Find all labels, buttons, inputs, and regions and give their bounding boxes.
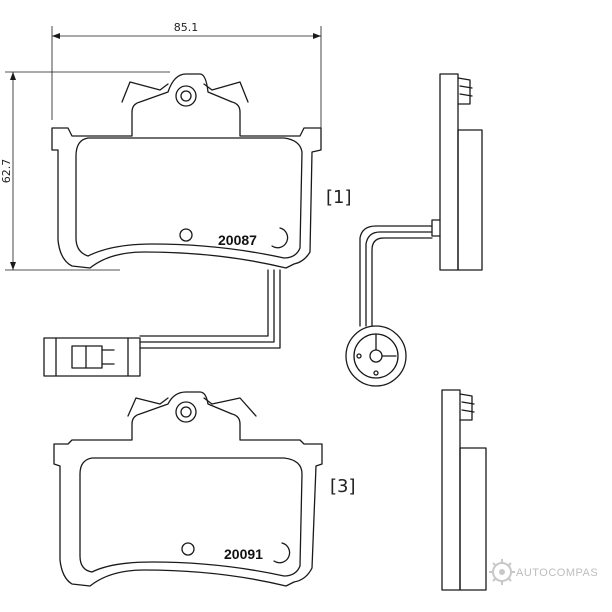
width-dimension-label: 85.1	[174, 21, 199, 34]
bracket-label-1: [1]	[326, 187, 352, 208]
pad-pin-boss-bottom	[175, 401, 197, 423]
pad-marker	[271, 227, 289, 249]
sensor-probe	[345, 225, 433, 387]
pad-code-top: 20087	[218, 232, 257, 248]
brake-pad-bottom: 20091	[53, 391, 323, 587]
bracket-label-3: [3]	[330, 476, 356, 497]
pad-pin-boss	[175, 85, 197, 107]
spring-clip	[121, 81, 249, 103]
pad-marker-bottom	[273, 542, 291, 564]
pad-hole-bottom	[181, 542, 195, 556]
watermark-brand: AUTOCOMPAS	[516, 567, 598, 579]
pad-code-bottom: 20091	[224, 546, 263, 562]
side-view-bottom	[441, 389, 487, 591]
width-dimension: 85.1	[51, 21, 322, 132]
brake-pad-top: 20087	[51, 73, 322, 269]
wear-sensor-wire	[43, 269, 281, 377]
height-dimension-label: 62.7	[0, 159, 13, 184]
watermark: AUTOCOMPAS	[489, 559, 598, 585]
wear-sensor-connector	[43, 337, 141, 377]
pad-hole	[179, 228, 193, 242]
height-dimension: 62.7	[0, 71, 170, 271]
spring-clip-bottom	[127, 397, 257, 417]
side-view-top	[431, 73, 483, 271]
gear-logo-icon	[489, 559, 515, 585]
